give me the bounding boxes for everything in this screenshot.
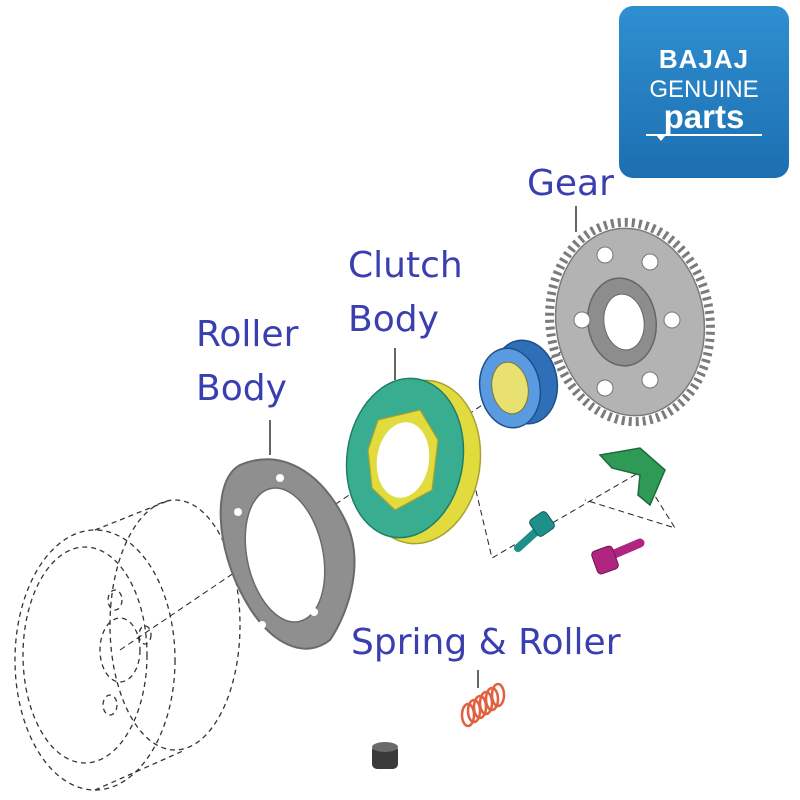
clutch-body-part bbox=[345, 377, 482, 545]
label-clutch-body: Clutch Body bbox=[348, 239, 463, 347]
label-spring-roller-text: Spring & Roller bbox=[351, 622, 621, 663]
logo-pointer-icon bbox=[656, 135, 666, 141]
bajaj-genuine-parts-logo: BAJAJ GENUINE parts bbox=[619, 6, 789, 178]
label-roller-body: Roller Body bbox=[196, 308, 298, 416]
label-roller-line2: Body bbox=[196, 368, 287, 409]
logo-brand-text: BAJAJ bbox=[658, 44, 750, 74]
logo-line-parts: parts bbox=[663, 98, 745, 135]
spring-part bbox=[460, 670, 506, 728]
label-gear-text: Gear bbox=[527, 163, 614, 204]
gear-part bbox=[545, 217, 715, 427]
magenta-bolt-part bbox=[591, 538, 645, 575]
needle-bearing-part bbox=[478, 339, 559, 429]
roller-body-plate bbox=[219, 458, 356, 650]
label-gear: Gear bbox=[527, 157, 614, 211]
bracket-part bbox=[598, 447, 666, 507]
logo-line-genuine: GENUINE bbox=[649, 76, 759, 103]
label-spring-roller: Spring & Roller bbox=[351, 616, 621, 670]
roller-part bbox=[372, 742, 398, 769]
flywheel-housing-outline bbox=[14, 499, 241, 791]
teal-bolt-part bbox=[514, 511, 555, 552]
logo-underline bbox=[646, 134, 762, 136]
label-clutch-line2: Body bbox=[348, 299, 439, 340]
label-roller-line1: Roller bbox=[196, 314, 299, 355]
label-clutch-line1: Clutch bbox=[348, 245, 463, 286]
